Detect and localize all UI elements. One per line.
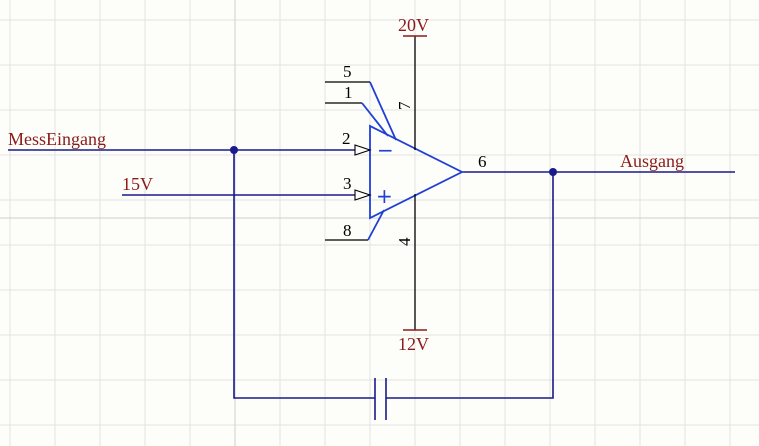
feedback-capacitor[interactable] xyxy=(374,378,387,420)
net-label-output: Ausgang xyxy=(620,151,684,171)
pin-3-label: 3 xyxy=(343,174,352,193)
net-label-input: MessEingang xyxy=(8,129,106,149)
pin-2-label: 2 xyxy=(342,129,351,148)
feedback-wire-left[interactable] xyxy=(233,150,375,399)
pin-5-diag xyxy=(369,81,397,141)
opamp-triangle xyxy=(369,124,465,220)
opamp-pins xyxy=(325,36,416,330)
junction-input xyxy=(230,146,238,154)
pin-2-arrow xyxy=(354,144,372,156)
power-rails xyxy=(403,35,427,331)
net-label-reference: 15V xyxy=(122,174,153,194)
pin-4-label: 4 xyxy=(395,237,414,246)
pin-1-label: 1 xyxy=(344,83,353,102)
pin-numbers: 5 1 2 3 8 6 7 4 xyxy=(342,62,487,246)
inverting-symbol: − xyxy=(377,138,394,162)
pin-1-diag xyxy=(361,102,389,137)
pin-8-label: 8 xyxy=(343,221,352,240)
noninverting-symbol: + xyxy=(376,184,393,208)
pin-7-label: 7 xyxy=(395,101,414,110)
wires xyxy=(8,146,735,399)
net-label-12v: 12V xyxy=(398,334,429,354)
net-label-20v: 20V xyxy=(398,15,429,35)
pin-8-diag xyxy=(367,209,385,241)
net-labels: MessEingang 15V Ausgang 20V 12V xyxy=(8,15,684,354)
junction-output xyxy=(549,168,557,176)
feedback-wire-right[interactable] xyxy=(386,172,554,399)
opamp[interactable]: − + xyxy=(369,124,465,220)
pin-3-arrow xyxy=(354,189,372,201)
pin-6-label: 6 xyxy=(478,152,487,171)
pin-5-label: 5 xyxy=(343,62,352,81)
